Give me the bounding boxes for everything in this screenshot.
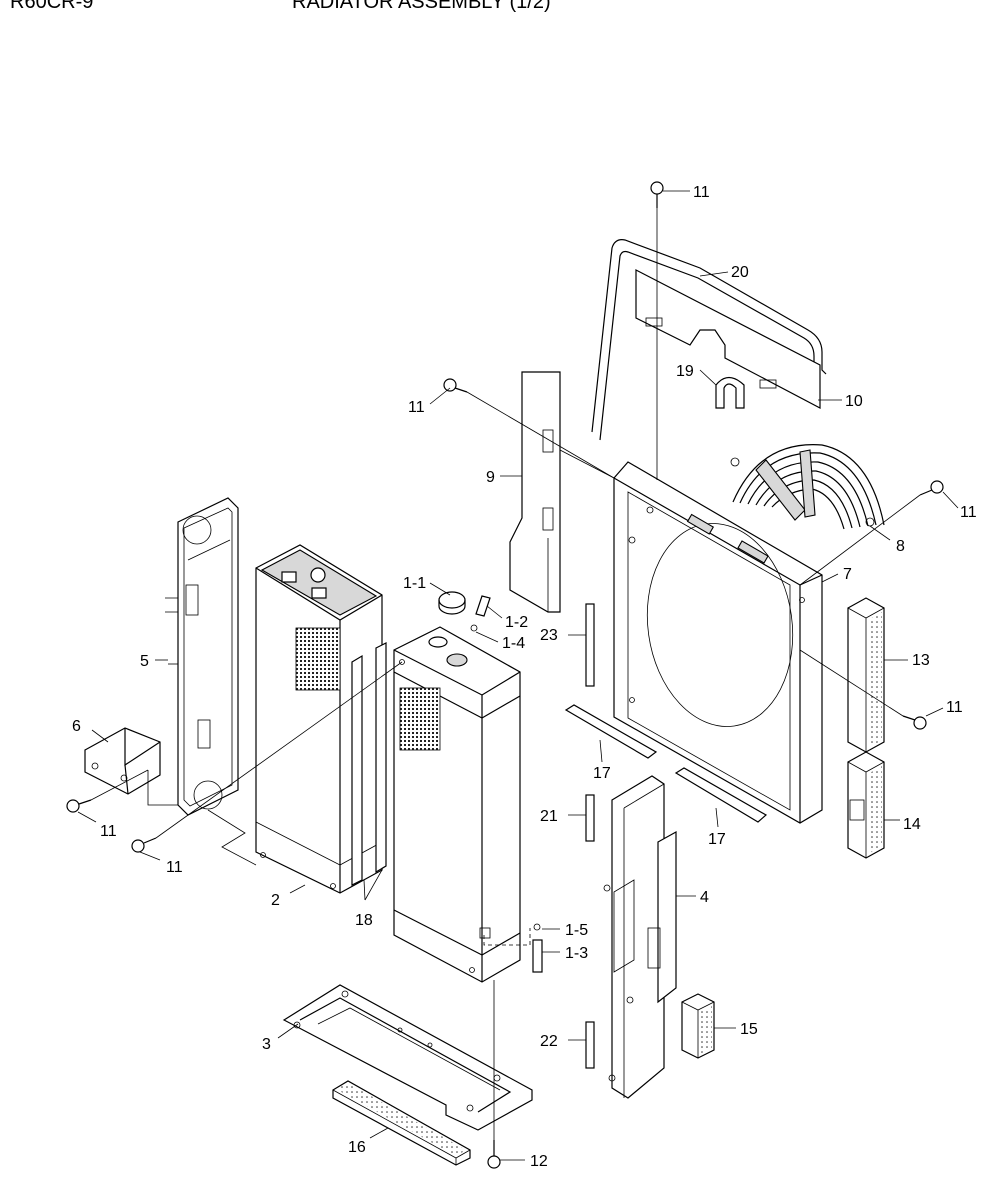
label-19: 19 xyxy=(676,363,694,380)
label-11: 11 xyxy=(960,504,977,521)
label-21: 21 xyxy=(540,808,558,825)
part-labels: 11 20 19 10 11 9 11 8 7 13 11 14 1-1 1-2… xyxy=(72,184,977,1170)
label-11: 11 xyxy=(946,699,963,716)
label-11: 11 xyxy=(166,859,183,876)
bolt-11-top xyxy=(650,181,664,208)
bolt-11-left-lower-2 xyxy=(131,837,157,853)
model-label: R60CR-9 xyxy=(10,0,93,13)
part-15-sponge xyxy=(681,993,715,1059)
assembly-lines xyxy=(90,208,921,1140)
part-6-bracket xyxy=(84,727,161,795)
label-6: 6 xyxy=(72,718,81,735)
label-2: 2 xyxy=(271,892,280,909)
part-21-strip xyxy=(585,794,595,842)
label-17: 17 xyxy=(593,765,611,782)
part-3-base-plate xyxy=(282,984,533,1131)
part-1-4-oring xyxy=(470,624,478,632)
bolt-11-left-lower-1 xyxy=(66,799,92,813)
part-8-fan-guard xyxy=(730,444,885,530)
label-18: 18 xyxy=(355,912,373,929)
bolt-12-bottom xyxy=(487,1140,501,1169)
label-8: 8 xyxy=(896,538,905,555)
label-23: 23 xyxy=(540,627,558,644)
label-1-1: 1-1 xyxy=(403,575,426,592)
label-7: 7 xyxy=(843,566,852,583)
label-10: 10 xyxy=(845,393,863,410)
label-1-2: 1-2 xyxy=(505,614,528,631)
part-20-seal xyxy=(591,239,827,441)
label-12: 12 xyxy=(530,1153,548,1170)
label-14: 14 xyxy=(903,816,921,833)
page-title: RADIATOR ASSEMBLY (1/2) xyxy=(292,0,551,13)
label-22: 22 xyxy=(540,1033,558,1050)
label-1-4: 1-4 xyxy=(502,635,525,652)
label-1-5: 1-5 xyxy=(565,922,588,939)
leader-lines xyxy=(77,190,959,1161)
part-1-5-washer xyxy=(533,923,541,931)
part-9-air-guide xyxy=(509,371,561,613)
part-5-side-bracket xyxy=(165,497,239,816)
label-13: 13 xyxy=(912,652,930,669)
part-17-seal-strips xyxy=(564,704,768,823)
part-18-seals xyxy=(351,642,387,886)
part-14-sponge xyxy=(847,751,885,859)
bolt-11-left-upper xyxy=(443,378,468,393)
part-10-top-plate xyxy=(635,269,821,409)
part-2-oil-cooler xyxy=(255,544,383,894)
part-1-3-drain-cock xyxy=(532,939,543,973)
part-1-2-hose xyxy=(475,595,491,617)
label-11: 11 xyxy=(693,184,710,201)
part-7-fan-shroud xyxy=(613,461,823,824)
bolt-11-right-lower xyxy=(902,715,927,730)
bolt-11-right-upper xyxy=(919,480,944,496)
part-19-clamp xyxy=(715,376,745,409)
label-11: 11 xyxy=(100,823,117,840)
part-22-strip xyxy=(585,1021,595,1069)
label-11: 11 xyxy=(408,399,425,416)
label-16: 16 xyxy=(348,1139,366,1156)
label-5: 5 xyxy=(140,653,149,670)
label-1-3: 1-3 xyxy=(565,945,588,962)
part-1-radiator xyxy=(393,626,531,983)
label-20: 20 xyxy=(731,264,749,281)
part-4-side-plate xyxy=(603,775,677,1099)
label-9: 9 xyxy=(486,469,495,486)
label-15: 15 xyxy=(740,1021,758,1038)
part-23-strip xyxy=(585,603,595,687)
part-1-1-cap xyxy=(438,591,466,615)
label-3: 3 xyxy=(262,1036,271,1053)
label-4: 4 xyxy=(700,889,709,906)
part-16-pad xyxy=(332,1080,471,1166)
part-13-sponge xyxy=(847,597,885,753)
label-17: 17 xyxy=(708,831,726,848)
